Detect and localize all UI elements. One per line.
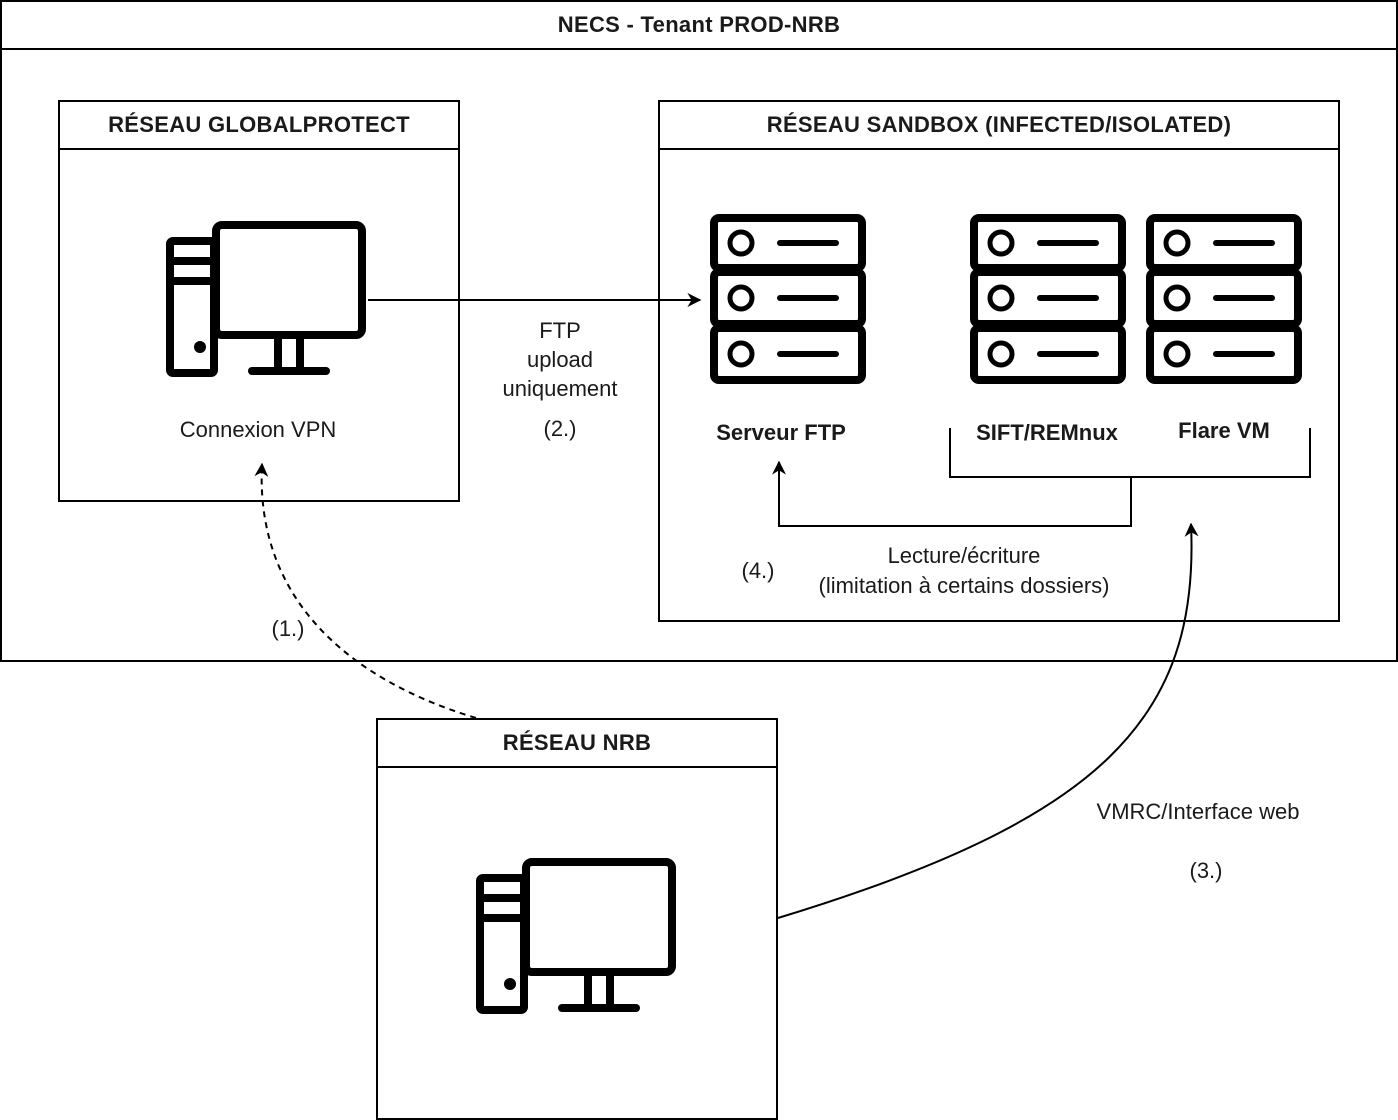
ftp-label-line3: uniquement (502, 376, 618, 401)
flare-vm-label: Flare VM (1178, 418, 1270, 443)
globalprotect-title: RÉSEAU GLOBALPROTECT (60, 102, 458, 150)
vpn-connection-arrow (254, 462, 477, 719)
step-1-label: (1.) (271, 616, 305, 641)
read-write-note: (limitation à certains dossiers) (818, 573, 1110, 598)
ftp-server-label: Serveur FTP (716, 420, 846, 445)
sift-remnux-server-icon (974, 218, 1122, 380)
ftp-step-label: (2.) (543, 416, 577, 441)
flare-vm-server-icon (1150, 218, 1298, 380)
sandbox-title: RÉSEAU SANDBOX (INFECTED/ISOLATED) (660, 102, 1338, 150)
ftp-server-icon (714, 218, 862, 380)
nrb-computer-icon (480, 862, 672, 1010)
step-4-label: (4.) (741, 558, 775, 583)
step-3-label: (3.) (1189, 858, 1223, 883)
vmrc-label: VMRC/Interface web (1096, 799, 1300, 824)
read-write-label: Lecture/écriture (887, 543, 1041, 568)
vpn-computer-icon (170, 225, 362, 373)
nrb-title: RÉSEAU NRB (378, 720, 776, 768)
sift-remnux-label: SIFT/REMnux (976, 420, 1118, 445)
vmrc-connection-arrow (777, 522, 1199, 919)
ftp-label-line1: FTP (539, 318, 581, 343)
ftp-label-line2: upload (526, 347, 594, 372)
read-write-arrow (772, 460, 1132, 527)
tenant-title: NECS - Tenant PROD-NRB (2, 2, 1396, 50)
vpn-computer-label: Connexion VPN (179, 417, 337, 442)
